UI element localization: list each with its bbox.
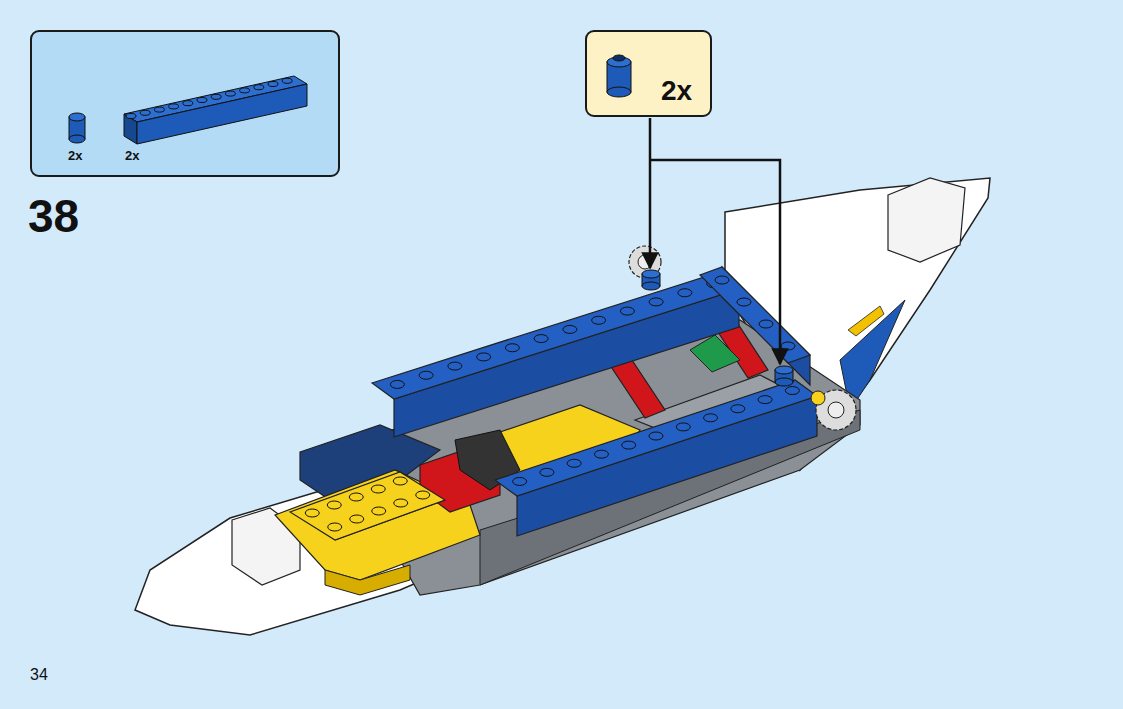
stud (154, 107, 164, 112)
stud (393, 477, 407, 485)
stud (649, 298, 663, 306)
stud (620, 307, 634, 315)
blue-brick (495, 380, 817, 536)
gear (629, 246, 661, 278)
stud (534, 335, 548, 343)
stud (390, 380, 404, 388)
stud (567, 459, 581, 467)
stud (781, 342, 795, 350)
stud (448, 362, 462, 370)
callout-icon (587, 32, 714, 119)
stud (140, 110, 150, 115)
stud (731, 405, 745, 413)
stud (211, 94, 221, 99)
long-brick-icon (124, 76, 307, 144)
stud (327, 501, 341, 509)
stud (513, 477, 527, 485)
quantity-label: 2x (68, 149, 82, 162)
stud (197, 98, 207, 103)
stud (268, 82, 278, 87)
stud (737, 298, 751, 306)
stud (305, 509, 319, 517)
round-brick-icon (607, 55, 631, 97)
round-brick-icon (69, 113, 85, 143)
stud (477, 353, 491, 361)
stud (349, 493, 363, 501)
stud (563, 325, 577, 333)
leader-arrow (649, 118, 652, 268)
blue-brick (700, 267, 810, 385)
stud (126, 114, 136, 119)
stud (758, 396, 772, 404)
quantity-label: 2x (661, 77, 692, 105)
stud (785, 387, 799, 395)
stud (622, 441, 636, 449)
stud (715, 276, 729, 284)
quantity-label: 2x (125, 149, 139, 162)
round-brick-placed (642, 270, 793, 386)
stud (759, 320, 773, 328)
stud (704, 414, 718, 422)
stud (350, 515, 364, 523)
sticker-arrow (848, 306, 884, 336)
stud (678, 289, 692, 297)
stud (169, 104, 179, 109)
stud (240, 88, 250, 93)
stud (254, 85, 264, 90)
stud (419, 371, 433, 379)
stud (372, 507, 386, 515)
stud (183, 101, 193, 106)
stud (505, 344, 519, 352)
blue-brick (290, 472, 445, 540)
stud (649, 432, 663, 440)
stud (282, 78, 292, 83)
stud (394, 499, 408, 507)
stud (676, 423, 690, 431)
leader-arrow (650, 160, 780, 364)
stud (540, 468, 554, 476)
stud (371, 485, 385, 493)
yellow-plate-side (325, 565, 410, 595)
stud (592, 316, 606, 324)
parts-panel: 2x 2x (30, 30, 340, 177)
blue-brick (372, 273, 739, 437)
stud (594, 450, 608, 458)
stud (328, 523, 342, 531)
page-number: 34 (30, 667, 48, 683)
callout-box: 2x (585, 30, 712, 117)
stern-block (888, 178, 965, 262)
step-number: 38 (28, 193, 79, 239)
gear (811, 390, 856, 430)
stud (225, 91, 235, 96)
stud (416, 491, 430, 499)
